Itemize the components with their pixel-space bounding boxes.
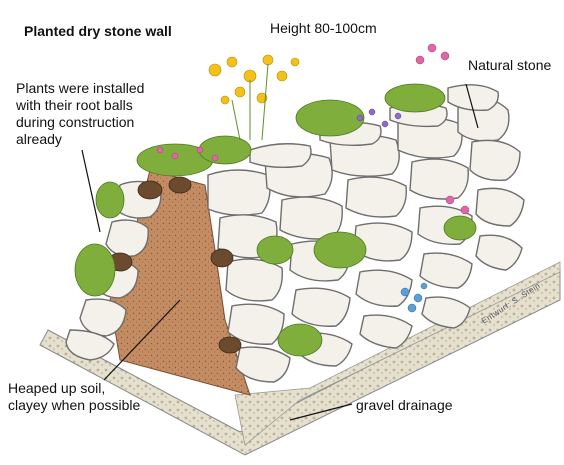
blue-flowers: [400, 282, 428, 313]
label-plants-line-1: Plants were installed: [16, 80, 145, 96]
label-soil-line-2: clayey when possible: [8, 397, 141, 413]
label-plants-line-4: already: [16, 131, 62, 147]
greenery: [74, 83, 477, 357]
ground-base: [39, 267, 561, 456]
leader-natural-stone: [465, 83, 479, 129]
label-plants-line-3: during construction: [16, 114, 135, 130]
leader-gravel: [289, 403, 353, 421]
label-natural-stone: Natural stone: [468, 57, 552, 73]
purple-flowers: [356, 108, 402, 128]
label-plants-line-2: with their root balls: [16, 97, 133, 113]
label-gravel: gravel drainage: [356, 397, 453, 413]
label-soil-line-1: Heaped up soil,: [8, 380, 106, 396]
leader-soil: [103, 299, 181, 381]
label-height: Height 80-100cm: [270, 20, 377, 36]
leader-lines: [81, 83, 479, 421]
diagram-title: Planted dry stone wall: [24, 23, 172, 39]
yellow-flowers: [208, 54, 300, 105]
pink-flowers: [156, 43, 470, 215]
gravel-drainage: [234, 261, 561, 446]
leader-plants: [81, 149, 101, 233]
